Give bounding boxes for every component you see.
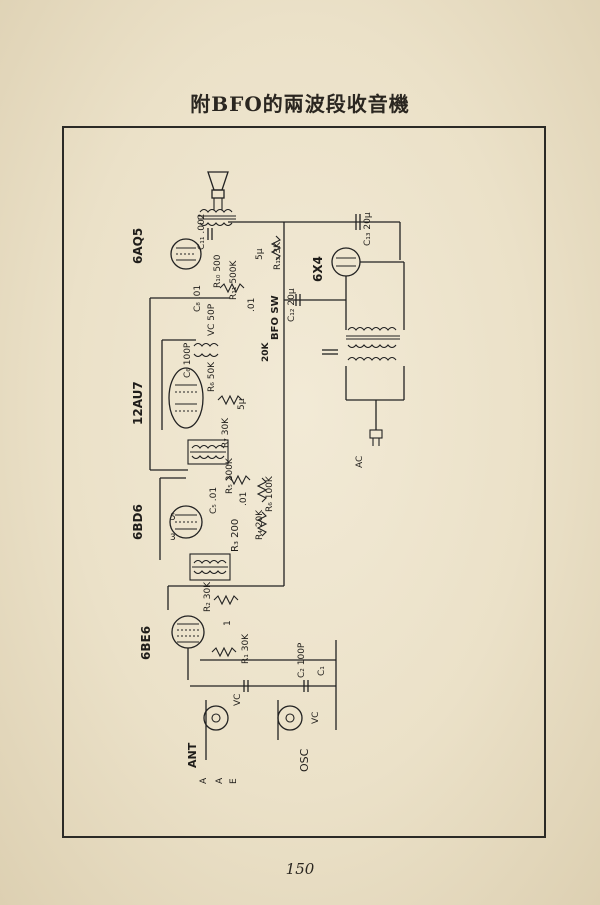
schematic-frame [62, 126, 546, 838]
label-c4: .01 [239, 492, 249, 506]
label-r5: R₅ 200K [225, 457, 235, 494]
tube-6bd6 [169, 505, 203, 539]
tube-label-6bd6: 6BD6 [131, 504, 145, 540]
label-c6-100p: C₆ 100P [183, 342, 193, 378]
label-e: E [229, 778, 239, 784]
capacitors [207, 214, 361, 692]
label-1: 1 [223, 620, 233, 626]
component-labels: ANT OSC A A E AC BFO SW VC 50P 20K R₁₂ 3… [183, 212, 373, 784]
label-5u-a: 5μ [255, 248, 265, 260]
label-ac: AC [355, 456, 365, 468]
label-r7: R₇ 30K [221, 417, 231, 448]
label-r6: R₆ 50K [207, 361, 217, 392]
tube-label-6be6: 6BE6 [139, 626, 153, 660]
tube-12au7 [168, 367, 204, 429]
label-a2: A [215, 777, 225, 784]
label-c12: C₁₂ 20μ [287, 288, 297, 322]
label-r10: R₁₀ 500 [213, 254, 223, 288]
label-r11: R₁₁ 500K [229, 259, 239, 300]
label-c9: .01 [247, 298, 257, 312]
label-c5: C₅ .01 [209, 487, 219, 514]
resistors [211, 235, 282, 658]
bfo-coil [193, 342, 219, 358]
label-r2: R₂ 30K [203, 581, 213, 612]
label-20k: 20K [261, 341, 271, 362]
if-transformer-1 [187, 439, 229, 465]
wiring [149, 221, 405, 760]
label-r4: R₄ 20K [255, 509, 265, 540]
tube-6aq5 [170, 238, 202, 270]
tube-6be6 [171, 615, 205, 649]
label-c13: C₁₃ 20μ [363, 212, 373, 246]
tube-label-6aq5: 6AQ5 [131, 228, 145, 264]
if-transformer-2 [189, 553, 231, 581]
ant-coil-socket [203, 705, 229, 731]
label-vc50p: VC 50P [207, 303, 217, 336]
tube-label-6x4: 6X4 [311, 256, 325, 282]
label-c8: C₈ .01 [193, 285, 203, 312]
pin-label-3: 3 [170, 533, 176, 543]
label-r3: R₃ 200 [230, 519, 241, 552]
tube-6x4 [331, 247, 361, 277]
label-vc: VC [233, 694, 243, 706]
label-c2: C₂ 100P [297, 642, 307, 678]
label-r6b: R₆ 100K [265, 475, 275, 512]
label-r1: R₁ 30K [241, 633, 251, 664]
pin-label-5: 5 [170, 513, 176, 523]
speaker-icon [207, 171, 229, 210]
label-osc: OSC [298, 748, 311, 772]
page-number: 150 [285, 860, 315, 878]
label-vc-osc: VC [311, 712, 321, 724]
label-5u-b: 5μ [237, 398, 247, 410]
label-r12: R₁₂ 3K [273, 241, 283, 270]
ac-plug-icon [369, 429, 383, 446]
power-transformer [346, 326, 400, 361]
label-c1: C₁ [317, 666, 327, 676]
label-c11: C₁₁ .002 [197, 214, 207, 250]
tube-label-12au7: 12AU7 [131, 381, 145, 425]
osc-coil-socket [277, 705, 303, 731]
label-a1: A [199, 777, 209, 784]
page-title: 附BFO的兩波段收音機 [190, 92, 410, 116]
label-ant: ANT [186, 742, 199, 768]
output-transformer [198, 208, 236, 227]
label-bfo-sw: BFO SW [270, 295, 281, 340]
